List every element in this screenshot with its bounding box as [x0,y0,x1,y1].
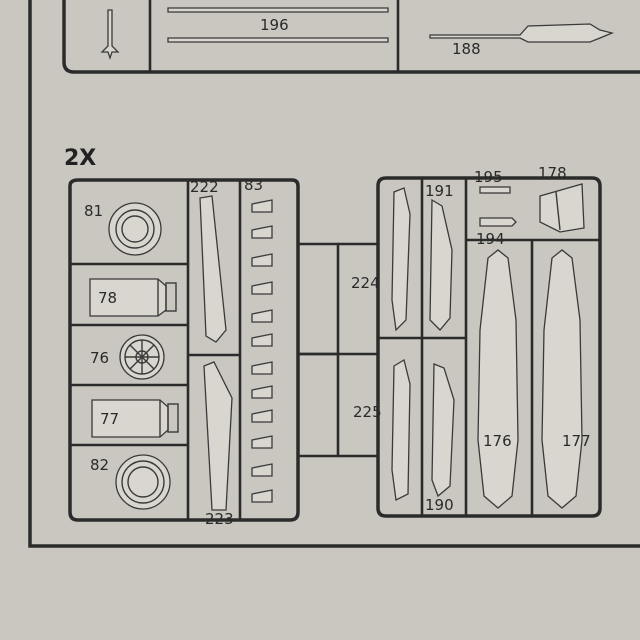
part-label-76: 76 [90,349,109,367]
part-81-engine-ring [108,202,162,256]
left-sprue-frame [68,178,300,522]
part-77-panel [91,399,179,438]
part-83-tabs [251,199,273,503]
part-76-fan [119,334,165,380]
part-label-176: 176 [483,432,512,450]
part-223-strip [203,361,233,511]
part-label-77: 77 [100,410,119,428]
part-label-178: 178 [538,164,567,182]
part-176-fuselage [477,249,519,509]
part-label-82: 82 [90,456,109,474]
part-82-nozzle [115,454,171,510]
top-sprue-frame [62,0,640,74]
part-label-81: 81 [84,202,103,220]
right-sprue-frame [376,176,602,518]
part-222-strip [199,195,227,343]
part-label-225: 225 [353,403,382,421]
part-224-strip [391,187,411,332]
missile-part-188 [429,23,615,43]
part-label-194: 194 [476,230,505,248]
part-label-188: 188 [452,40,481,58]
part-label-223: 223 [205,510,234,528]
part-label-222: 222 [190,178,219,196]
part-78-panel [89,278,177,317]
part-label-83: 83 [244,176,263,194]
part-label-224: 224 [351,274,380,292]
part-label-195: 195 [474,168,503,186]
quantity-multiplier: 2X [64,146,96,171]
part-225-strip [391,358,411,501]
rod-part-upper [167,7,389,13]
part-label-191: 191 [425,182,454,200]
connecting-runners [298,242,378,458]
rod-part-196 [167,37,389,43]
part-195-bar [479,186,511,194]
outer-frame [28,0,640,548]
part-label-190: 190 [425,496,454,514]
main-sprue-right: 191 190 195 194 178 176 177 [376,164,602,518]
part-178-fin [539,183,585,233]
main-sprue-left: 81 78 76 77 [68,176,300,528]
part-190-strip [431,363,455,498]
part-label-177: 177 [562,432,591,450]
part-177-fuselage [541,249,583,509]
top-sprue: 196 188 [62,0,640,74]
part-191-strip [429,198,453,331]
part-label-78: 78 [98,289,117,307]
runner-lower [298,352,340,458]
part-194-bar [479,217,517,227]
part-label-196: 196 [260,16,289,34]
missile-part [100,9,120,61]
